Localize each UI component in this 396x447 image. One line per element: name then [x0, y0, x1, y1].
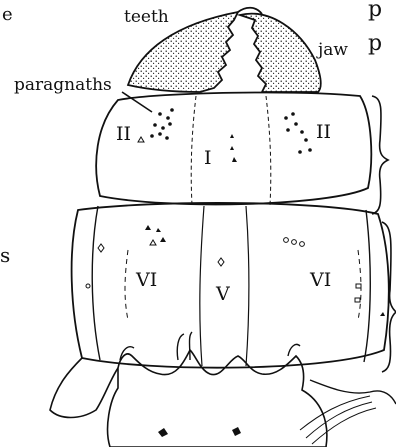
lower-ring-divider-left — [200, 206, 204, 366]
upper-ring-outline — [96, 93, 371, 205]
cropped-letter-right-2: p — [368, 31, 382, 56]
cropped-letter-left: s — [0, 243, 10, 267]
label-area-V: V — [215, 283, 230, 305]
upper-ring-divider-right — [266, 96, 271, 205]
cropped-letter-top-left: e — [2, 4, 13, 25]
tentacle-center-2 — [190, 332, 193, 360]
lower-body — [50, 332, 396, 447]
label-teeth: teeth — [124, 7, 169, 27]
tentacle-center-1 — [177, 334, 184, 360]
bracket-upper — [372, 96, 388, 214]
upper-ring-divider-left — [191, 96, 196, 205]
lower-ring — [72, 203, 389, 368]
lower-ring-left-fold — [92, 206, 100, 360]
label-area-II-right: II — [316, 121, 331, 143]
label-area-II-left: II — [116, 123, 131, 145]
lower-ring-right-fold — [364, 210, 370, 362]
label-area-I: I — [204, 147, 212, 169]
lower-ring-divider-right — [246, 206, 249, 366]
paragnaths-lower — [86, 225, 385, 316]
upper-ring — [96, 92, 371, 205]
lower-ring-dash-left — [125, 250, 128, 320]
cropped-letter-right-1: p — [368, 0, 382, 22]
paragnaths-upper — [138, 108, 312, 162]
right-jaw — [240, 14, 321, 92]
eye-right — [232, 427, 241, 436]
paragnaths-pointer — [122, 92, 152, 112]
tentacle-right — [288, 344, 300, 356]
label-jaw: jaw — [316, 40, 348, 60]
left-parapodium — [50, 358, 118, 418]
label-paragnaths: paragnaths — [14, 75, 112, 95]
setae-2 — [306, 402, 372, 438]
label-area-VI-left: VI — [135, 269, 157, 291]
lower-ring-outline — [72, 203, 389, 368]
eye-left — [158, 428, 168, 437]
label-area-VI-right: VI — [309, 269, 331, 291]
